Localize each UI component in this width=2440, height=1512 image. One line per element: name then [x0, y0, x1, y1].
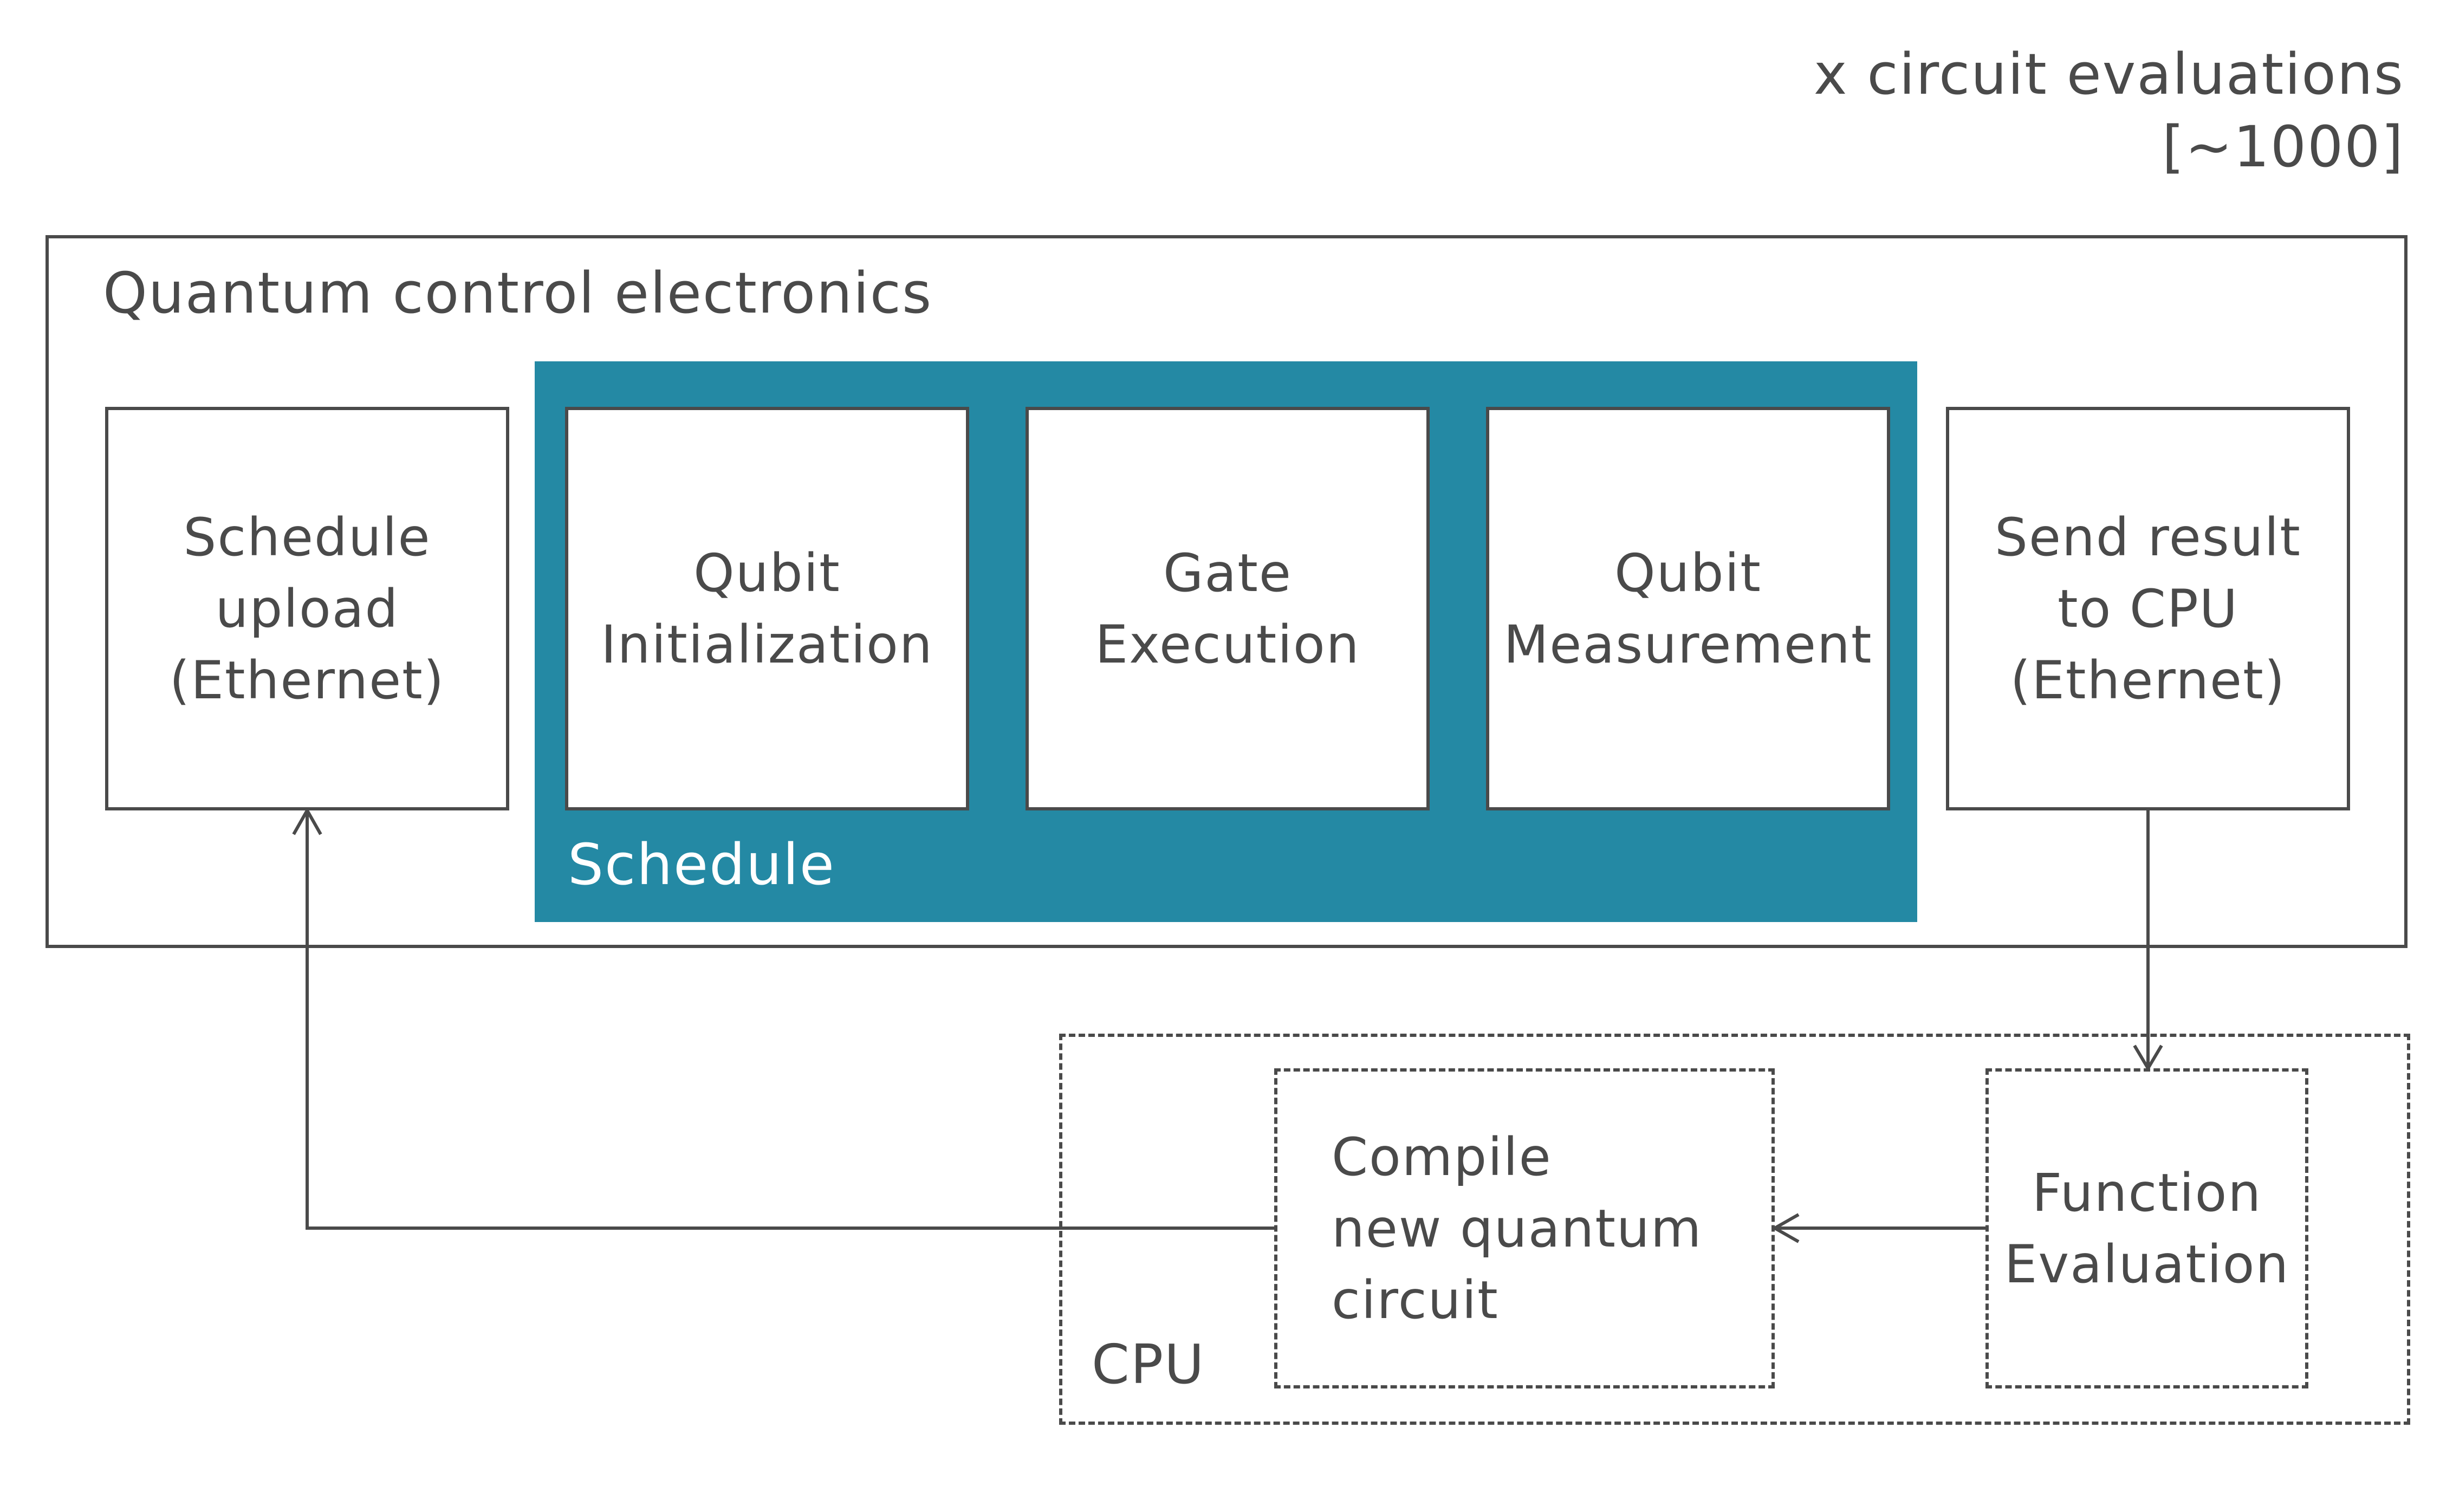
send-result-label: Send result to CPU (Ethernet): [1995, 507, 2301, 711]
qubit-measurement-label: Qubit Measurement: [1503, 542, 1873, 675]
gate-execution-box: Gate Execution: [1026, 407, 1430, 810]
compile-label: Compile new quantum circuit: [1332, 1126, 1703, 1331]
qubit-measurement-box: Qubit Measurement: [1486, 407, 1890, 810]
qubit-initialization-label: Qubit Initialization: [601, 542, 933, 675]
arrowhead-upload: [292, 807, 322, 835]
arrow-compile-to-upload: [306, 810, 1274, 1230]
cpu-label: CPU: [1092, 1333, 1205, 1396]
circuit-evaluations-note: x circuit evaluations [~1000]: [1813, 41, 2404, 180]
arrowhead-evaluation: [2133, 1044, 2163, 1072]
function-evaluation-box: Function Evaluation: [1985, 1068, 2308, 1388]
schedule-label: Schedule: [568, 832, 835, 898]
send-result-box: Send result to CPU (Ethernet): [1946, 407, 2350, 810]
qubit-initialization-box: Qubit Initialization: [565, 407, 969, 810]
quantum-control-electronics-box: [46, 235, 2407, 948]
electronics-label: Quantum control electronics: [103, 260, 933, 326]
arrowhead-compile: [1771, 1213, 1800, 1243]
gate-execution-label: Gate Execution: [1095, 542, 1360, 675]
function-evaluation-label: Function Evaluation: [2004, 1162, 2290, 1295]
schedule-upload-label: Schedule upload (Ethernet): [169, 507, 445, 711]
compile-box: Compile new quantum circuit: [1274, 1068, 1775, 1388]
schedule-upload-box: Schedule upload (Ethernet): [105, 407, 509, 810]
